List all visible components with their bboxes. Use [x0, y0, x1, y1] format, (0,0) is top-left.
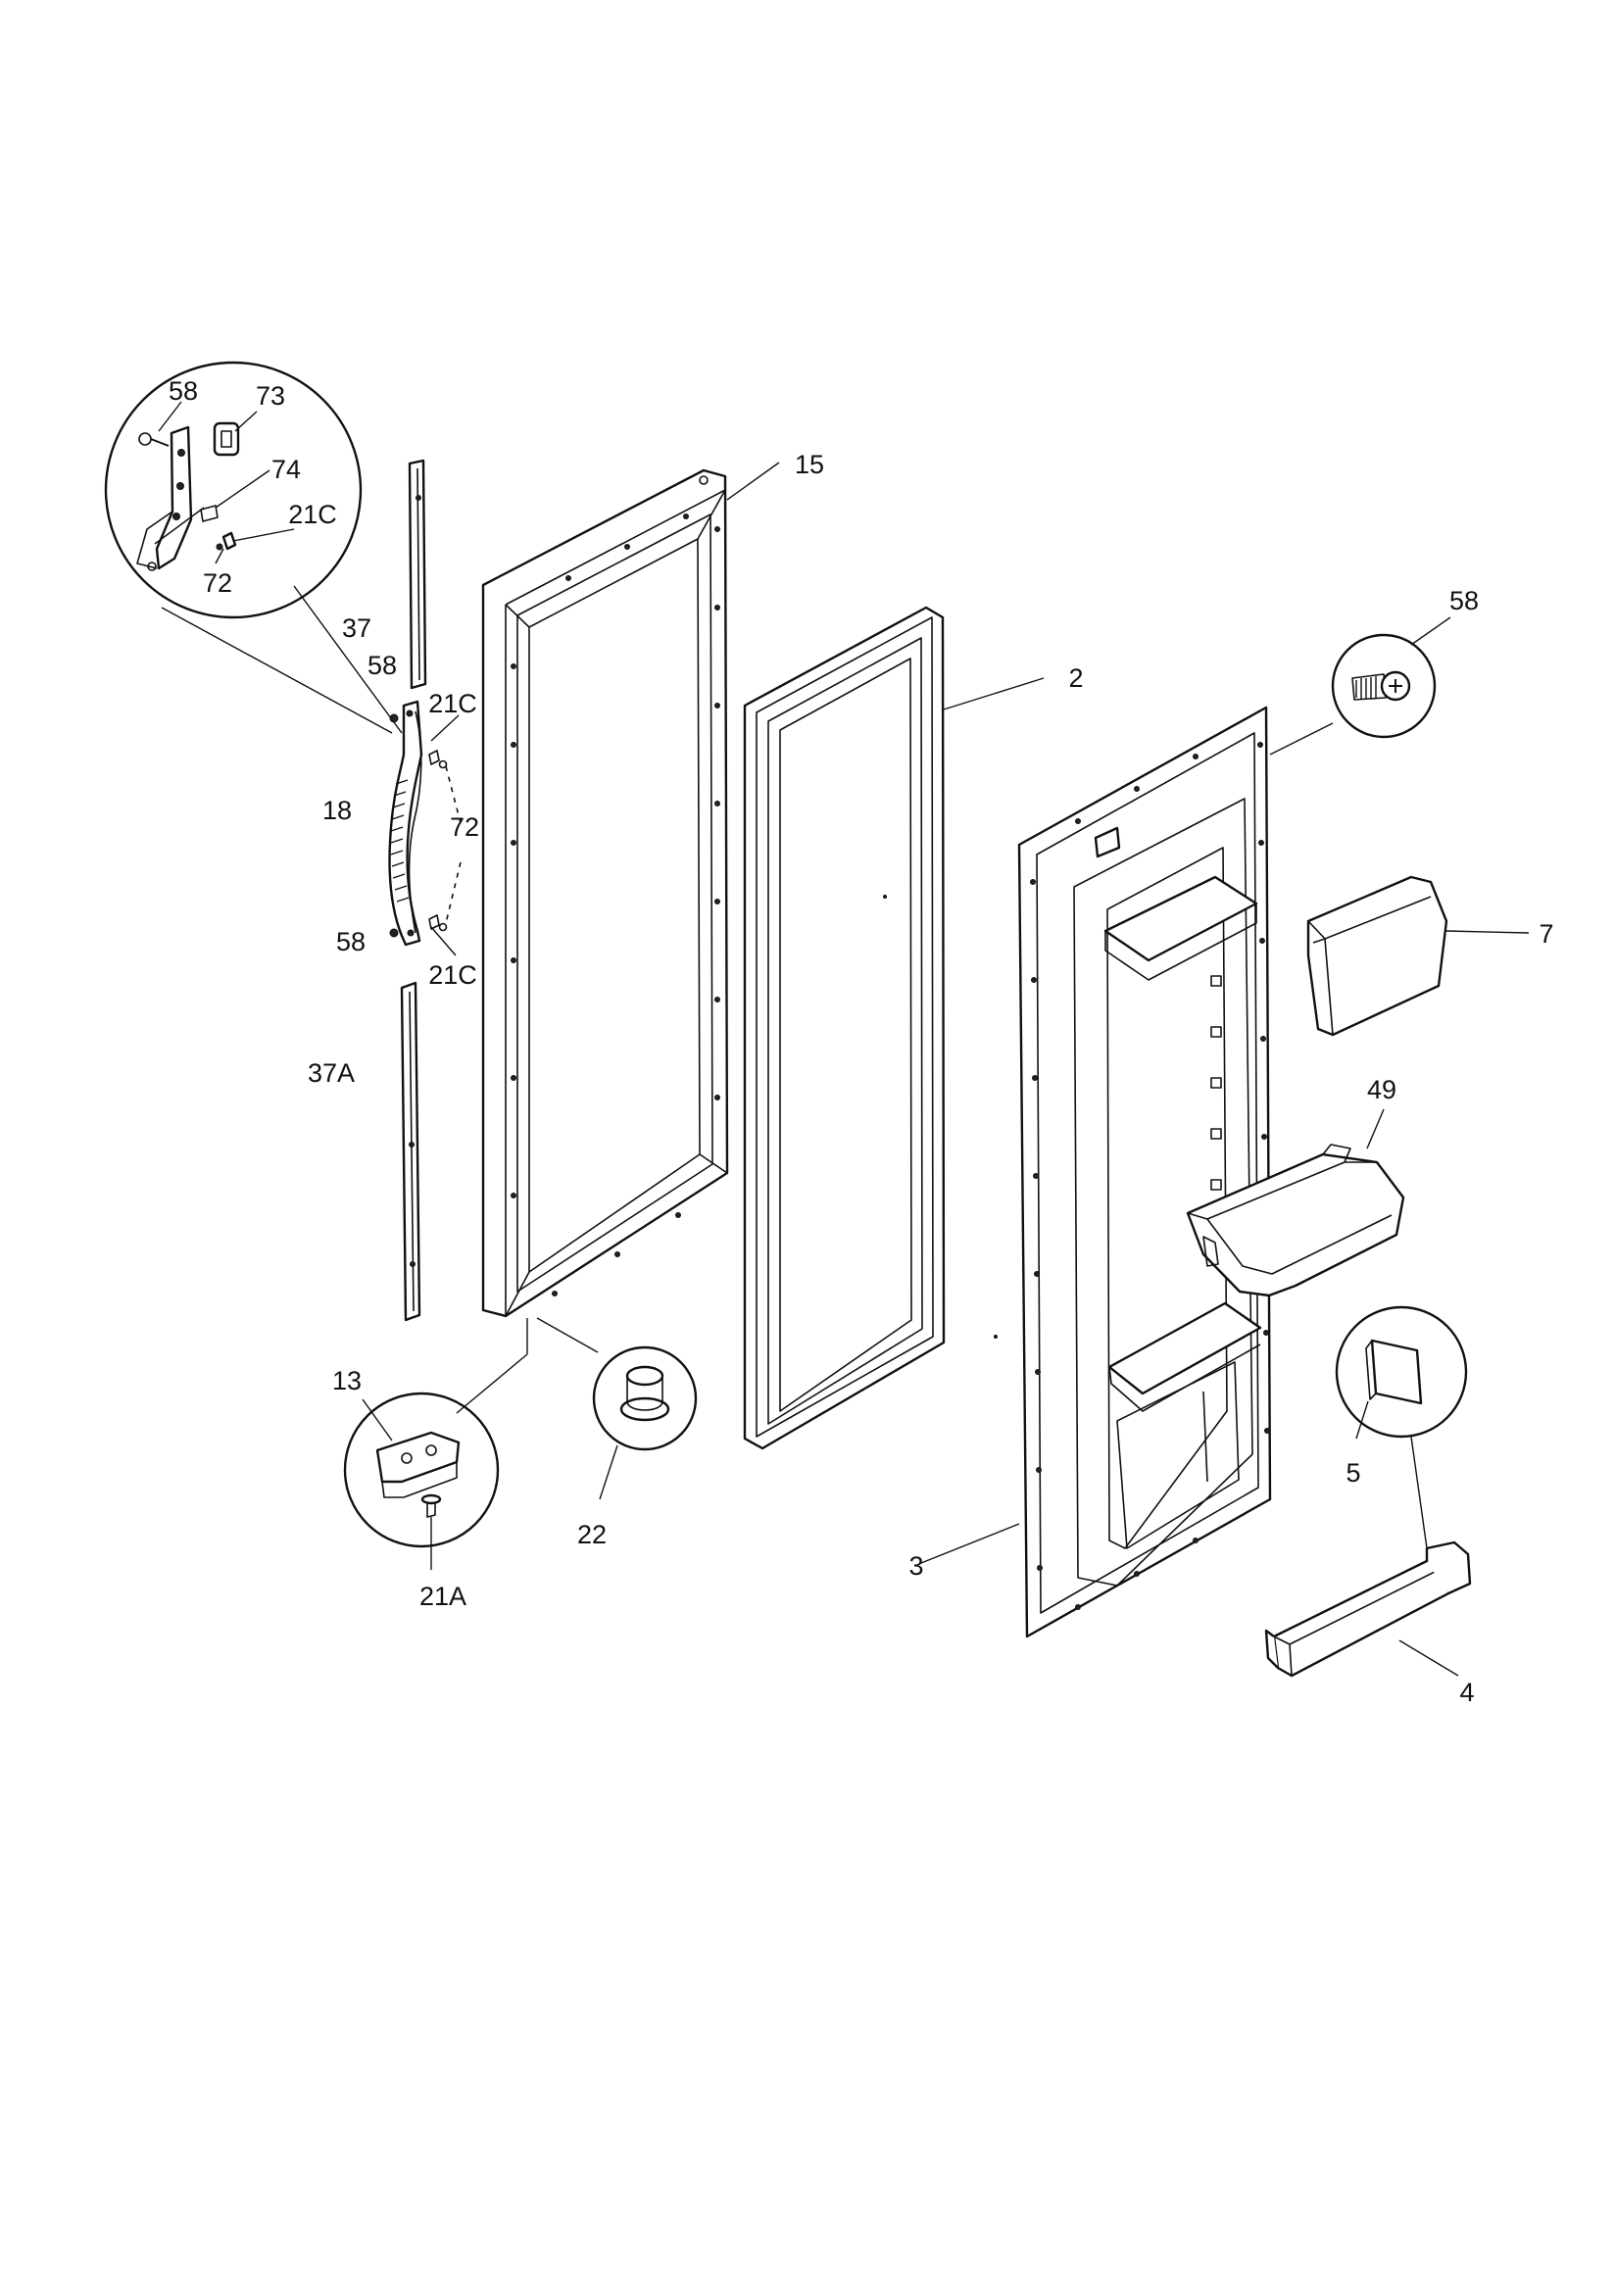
- callout-4: 4: [1459, 1678, 1474, 1707]
- panel-15-screw-holes: [511, 513, 720, 1296]
- bracket-5-detail-circle: [1335, 1305, 1468, 1439]
- callout-7: 7: [1539, 919, 1553, 949]
- inset-leader-1: [161, 607, 393, 734]
- scan-speck: [883, 895, 887, 899]
- door-handle-18: [388, 700, 423, 947]
- callout-37: 37: [342, 613, 371, 643]
- hinge-13-detail-circle: [343, 1392, 500, 1570]
- screw-58-lower: [389, 928, 399, 938]
- callout-3: 3: [908, 1551, 923, 1581]
- screw-21c-inset: [216, 531, 237, 551]
- callout-labels: 58 73 74 21C 72 15 37 58 21C 18 72 58 21…: [169, 376, 1554, 1707]
- callout-58-upper: 58: [367, 651, 397, 680]
- callout-58-right: 58: [1449, 586, 1479, 615]
- handle-grip-ridges: [390, 779, 410, 903]
- cover-7: [1306, 875, 1448, 1037]
- bin-49: [1186, 1144, 1405, 1297]
- hinge-detail-inset: [104, 361, 363, 619]
- callout-72-handle: 72: [450, 812, 479, 842]
- callout-21c-lower: 21C: [428, 960, 477, 990]
- screw-21c-upper: [428, 750, 440, 765]
- callout-49: 49: [1367, 1075, 1396, 1104]
- inner-door-liner-3: [1017, 706, 1272, 1638]
- callout-72-inset: 72: [203, 568, 232, 598]
- callout-18: 18: [322, 796, 352, 825]
- callout-2: 2: [1068, 663, 1083, 693]
- callout-21c-upper: 21C: [428, 689, 477, 718]
- bumper-22-detail-circle: [592, 1345, 698, 1451]
- door-gasket-2: [743, 606, 946, 1450]
- spacer-72-upper: [438, 759, 448, 769]
- callout-15: 15: [795, 450, 824, 479]
- trim-37: [408, 459, 427, 690]
- trim-37a: [400, 981, 421, 1322]
- outer-door-panel-15: [481, 468, 729, 1318]
- screw-21a: [420, 1493, 442, 1570]
- screw-58-upper: [389, 713, 399, 723]
- callout-13: 13: [332, 1366, 362, 1395]
- callout-21c-inset: 21C: [288, 500, 337, 529]
- hinge-bracket-inset: [136, 425, 193, 571]
- callout-5: 5: [1346, 1458, 1360, 1488]
- callout-21a: 21A: [419, 1582, 466, 1611]
- screw-58-inset: [138, 432, 170, 447]
- callout-58-inset: 58: [169, 376, 198, 406]
- callout-74: 74: [271, 455, 301, 484]
- screw-21c-lower: [428, 914, 440, 930]
- callout-37a: 37A: [308, 1058, 355, 1088]
- callout-58-lower: 58: [336, 927, 366, 956]
- spacer-72-lower: [438, 922, 448, 932]
- callout-22: 22: [577, 1520, 607, 1549]
- plug-73: [213, 421, 240, 457]
- callout-73: 73: [256, 381, 285, 411]
- shim-74: [200, 505, 219, 522]
- inset-leader-2: [293, 585, 403, 734]
- scan-speck: [994, 1335, 998, 1339]
- screw-58-detail-circle: [1331, 633, 1437, 739]
- shelf-rail-4: [1264, 1540, 1472, 1678]
